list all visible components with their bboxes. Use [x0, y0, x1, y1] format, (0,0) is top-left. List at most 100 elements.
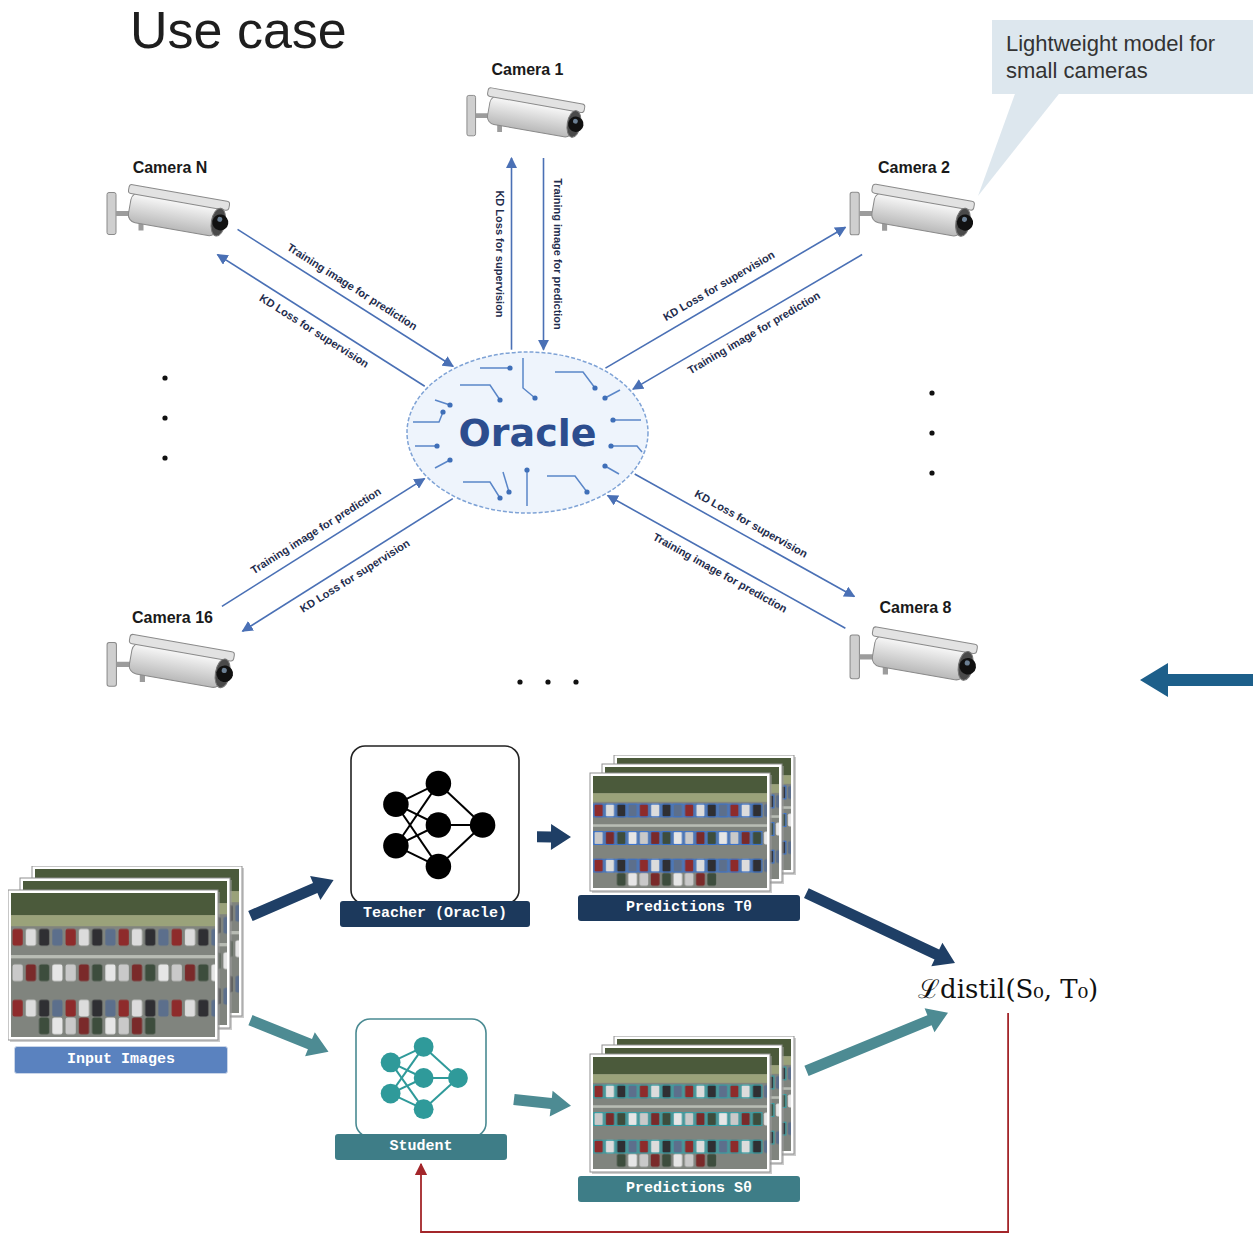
model-label: Student — [335, 1134, 507, 1160]
circuit-node — [532, 395, 537, 400]
circuit-trace — [415, 445, 437, 447]
lens-glint — [221, 667, 227, 673]
camera-icon — [848, 620, 983, 700]
circuit-node — [608, 443, 613, 448]
image-shadow — [592, 775, 772, 893]
circuit-trace — [526, 470, 528, 506]
edge-label: Training image for prediction — [550, 178, 563, 330]
box-node: Student — [335, 1018, 507, 1160]
callout-node: Lightweight model for small cameras — [992, 20, 1253, 94]
brain-outline — [407, 352, 648, 513]
lens-glint — [964, 660, 970, 666]
parking-image — [593, 776, 767, 888]
wall-mount — [107, 643, 116, 687]
ellipsis-dots — [162, 375, 934, 684]
block-arrow — [248, 876, 333, 921]
camera-lens — [956, 213, 975, 232]
camera-hood — [129, 634, 235, 662]
box-node: Teacher (Oracle) — [340, 745, 530, 927]
circuit-node — [524, 467, 529, 472]
circuit-trace — [413, 412, 443, 422]
image-stack — [578, 1036, 800, 1176]
camera-label: Camera 16 — [105, 608, 240, 628]
network-neuron — [414, 1037, 434, 1057]
camera-icon — [105, 630, 240, 705]
image-frame — [8, 890, 218, 1040]
circuit-node — [447, 402, 452, 407]
circuit-node — [434, 443, 439, 448]
lens-glint — [217, 216, 223, 222]
network-neuron — [383, 791, 409, 817]
wall-mount — [850, 635, 859, 679]
lens-glint — [962, 216, 968, 222]
circuit-trace — [503, 472, 509, 492]
flow-connector — [543, 158, 545, 350]
camera-node: Camera 1 — [465, 60, 590, 155]
camera-label: Camera 1 — [465, 60, 590, 80]
camera-hood — [487, 87, 585, 113]
circuit-trace — [523, 358, 535, 398]
stack-node: Input Images — [8, 866, 244, 1074]
circuit-node — [602, 463, 607, 468]
camera-label: Camera 2 — [848, 158, 980, 178]
block-arrow — [248, 1015, 328, 1056]
circuit-trace — [463, 482, 500, 498]
network-neuron — [381, 1053, 401, 1073]
image-label: Input Images — [14, 1046, 228, 1074]
network-neuron — [448, 1068, 468, 1088]
network-neuron — [426, 812, 452, 838]
plain-node: ℒdistil(S₀, T₀) — [912, 966, 1104, 1010]
circuit-node — [497, 495, 502, 500]
camera-icon — [465, 82, 590, 155]
camera-lens — [567, 115, 585, 133]
block-arrow — [804, 888, 955, 966]
circuit-node — [610, 417, 615, 422]
circuit-trace — [460, 385, 500, 400]
camera-label: Camera N — [105, 158, 235, 178]
callout-text: Lightweight model for small cameras — [1006, 30, 1216, 84]
edge-label: KD Loss for supervision — [492, 190, 505, 317]
camera-hood — [871, 184, 974, 211]
camera-icon — [105, 180, 235, 253]
network-neuron — [426, 854, 452, 880]
network-neuron — [383, 833, 409, 859]
flow-connector — [511, 158, 513, 350]
pointer-arrow — [1140, 663, 1253, 697]
loss-formula: ℒdistil(S₀, T₀) — [918, 974, 1098, 1004]
model-box — [356, 1019, 486, 1137]
image-stack — [8, 866, 246, 1044]
stack-node: Predictions Tθ — [578, 755, 800, 921]
oracle-label: Oracle — [458, 411, 596, 455]
image-frame — [590, 773, 770, 891]
circuit-node — [602, 395, 607, 400]
stack-node: Predictions Sθ — [578, 1036, 800, 1202]
camera-node: Camera N — [105, 158, 235, 253]
circuit-trace — [555, 372, 595, 388]
circuit-trace — [480, 367, 510, 369]
camera-node: Camera 16 — [105, 608, 240, 705]
slide-title: Use case — [130, 0, 347, 60]
network-neuron — [414, 1068, 434, 1088]
wall-mount — [467, 95, 476, 135]
block-arrow — [804, 1008, 948, 1076]
circuit-node — [447, 457, 452, 462]
image-label: Predictions Sθ — [578, 1176, 800, 1202]
flow-connector — [635, 474, 855, 597]
network-box — [350, 745, 520, 905]
wall-mount — [107, 193, 116, 235]
camera-label: Camera 8 — [848, 598, 983, 618]
model-box — [351, 746, 519, 904]
circuit-trace — [613, 419, 641, 421]
edge-label: KD Loss for supervision — [661, 249, 777, 325]
network-neuron — [426, 771, 452, 797]
camera-lens — [958, 657, 977, 676]
image-stack — [578, 755, 800, 895]
image-label: Predictions Tθ — [578, 895, 800, 921]
circuit-node — [497, 397, 502, 402]
network-box — [355, 1018, 487, 1138]
edge-label: Training image for prediction — [651, 531, 790, 616]
camera-node: Camera 8 — [848, 598, 983, 700]
image-shadow — [10, 892, 220, 1042]
camera-node: Camera 2 — [848, 158, 980, 253]
image-frame — [590, 1054, 770, 1172]
